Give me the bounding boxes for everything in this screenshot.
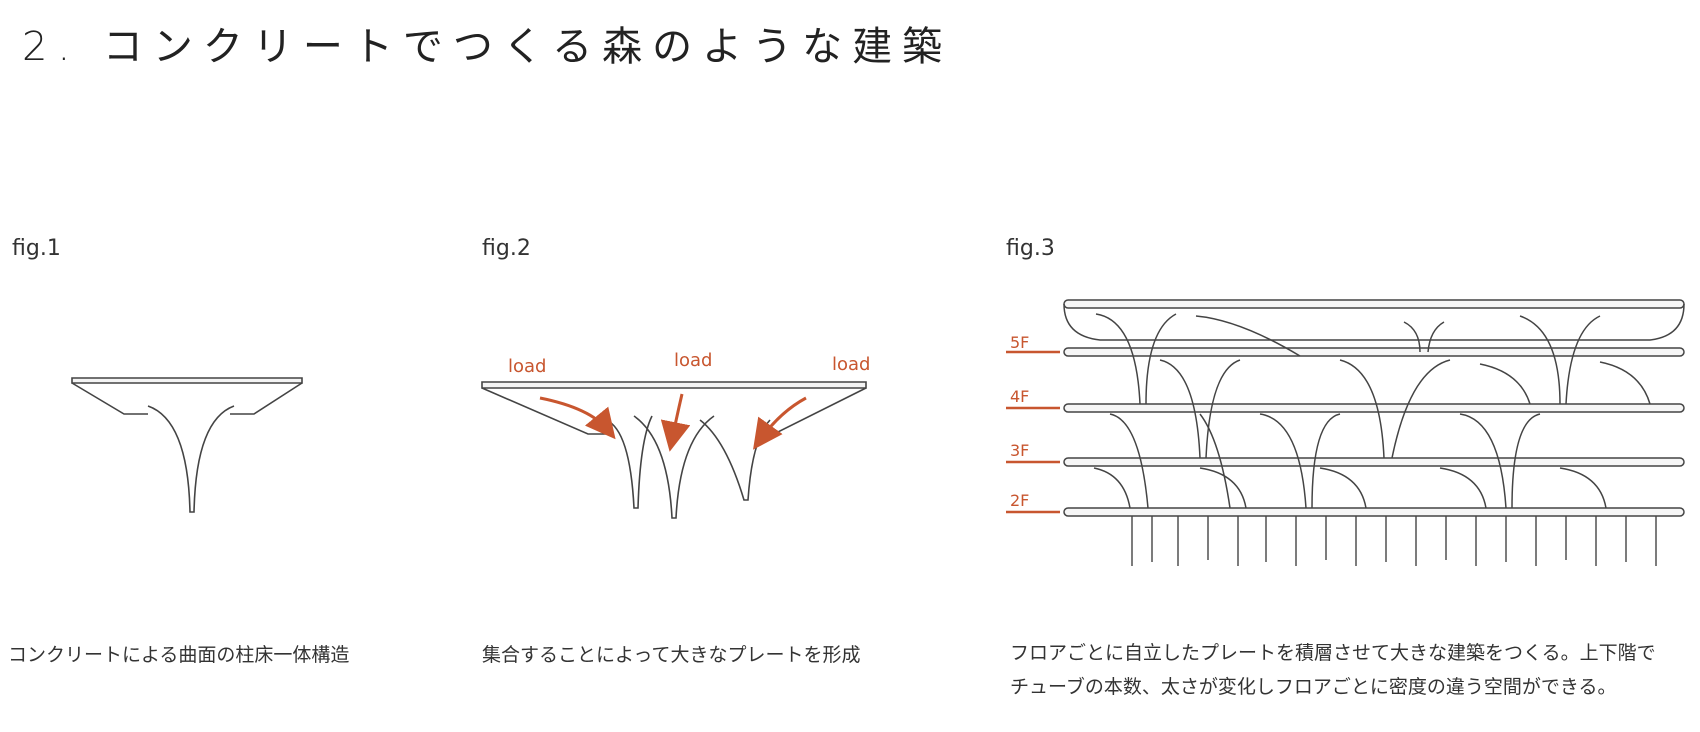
fig3-caption-line-1: フロアごとに自立したプレートを積層させて大きな建築をつくる。上下階で	[1010, 642, 1656, 664]
fig3-label: fig.3	[1006, 236, 1055, 261]
fig2-label: fig.2	[482, 236, 531, 261]
page-title: 2. コンクリートでつくる森のような建築	[22, 24, 953, 70]
fig2-grouped-plates	[481, 381, 867, 519]
floor-label-4f: 4F	[1010, 387, 1029, 406]
floor-label-3f: 3F	[1010, 441, 1029, 460]
fig3-stacked-floors	[1063, 299, 1685, 517]
load-label-right: load	[832, 354, 870, 375]
fig3-ground-columns	[1131, 516, 1657, 566]
floor-label-5f: 5F	[1010, 333, 1029, 352]
fig3-caption-line-2: チューブの本数、太さが変化しフロアごとに密度の違う空間ができる。	[1010, 676, 1617, 698]
load-label-left: load	[508, 356, 546, 377]
load-label-center: load	[674, 350, 712, 371]
fig2-caption: 集合することによって大きなプレートを形成	[482, 644, 861, 666]
fig2-load-arrows	[539, 393, 807, 452]
fig3-floor-markers	[1006, 350, 1060, 514]
fig1-label: fig.1	[12, 236, 61, 261]
floor-label-2f: 2F	[1010, 491, 1029, 510]
fig1-column-slab	[71, 377, 303, 513]
fig1-caption: コンクリートによる曲面の柱床一体構造	[8, 644, 350, 666]
